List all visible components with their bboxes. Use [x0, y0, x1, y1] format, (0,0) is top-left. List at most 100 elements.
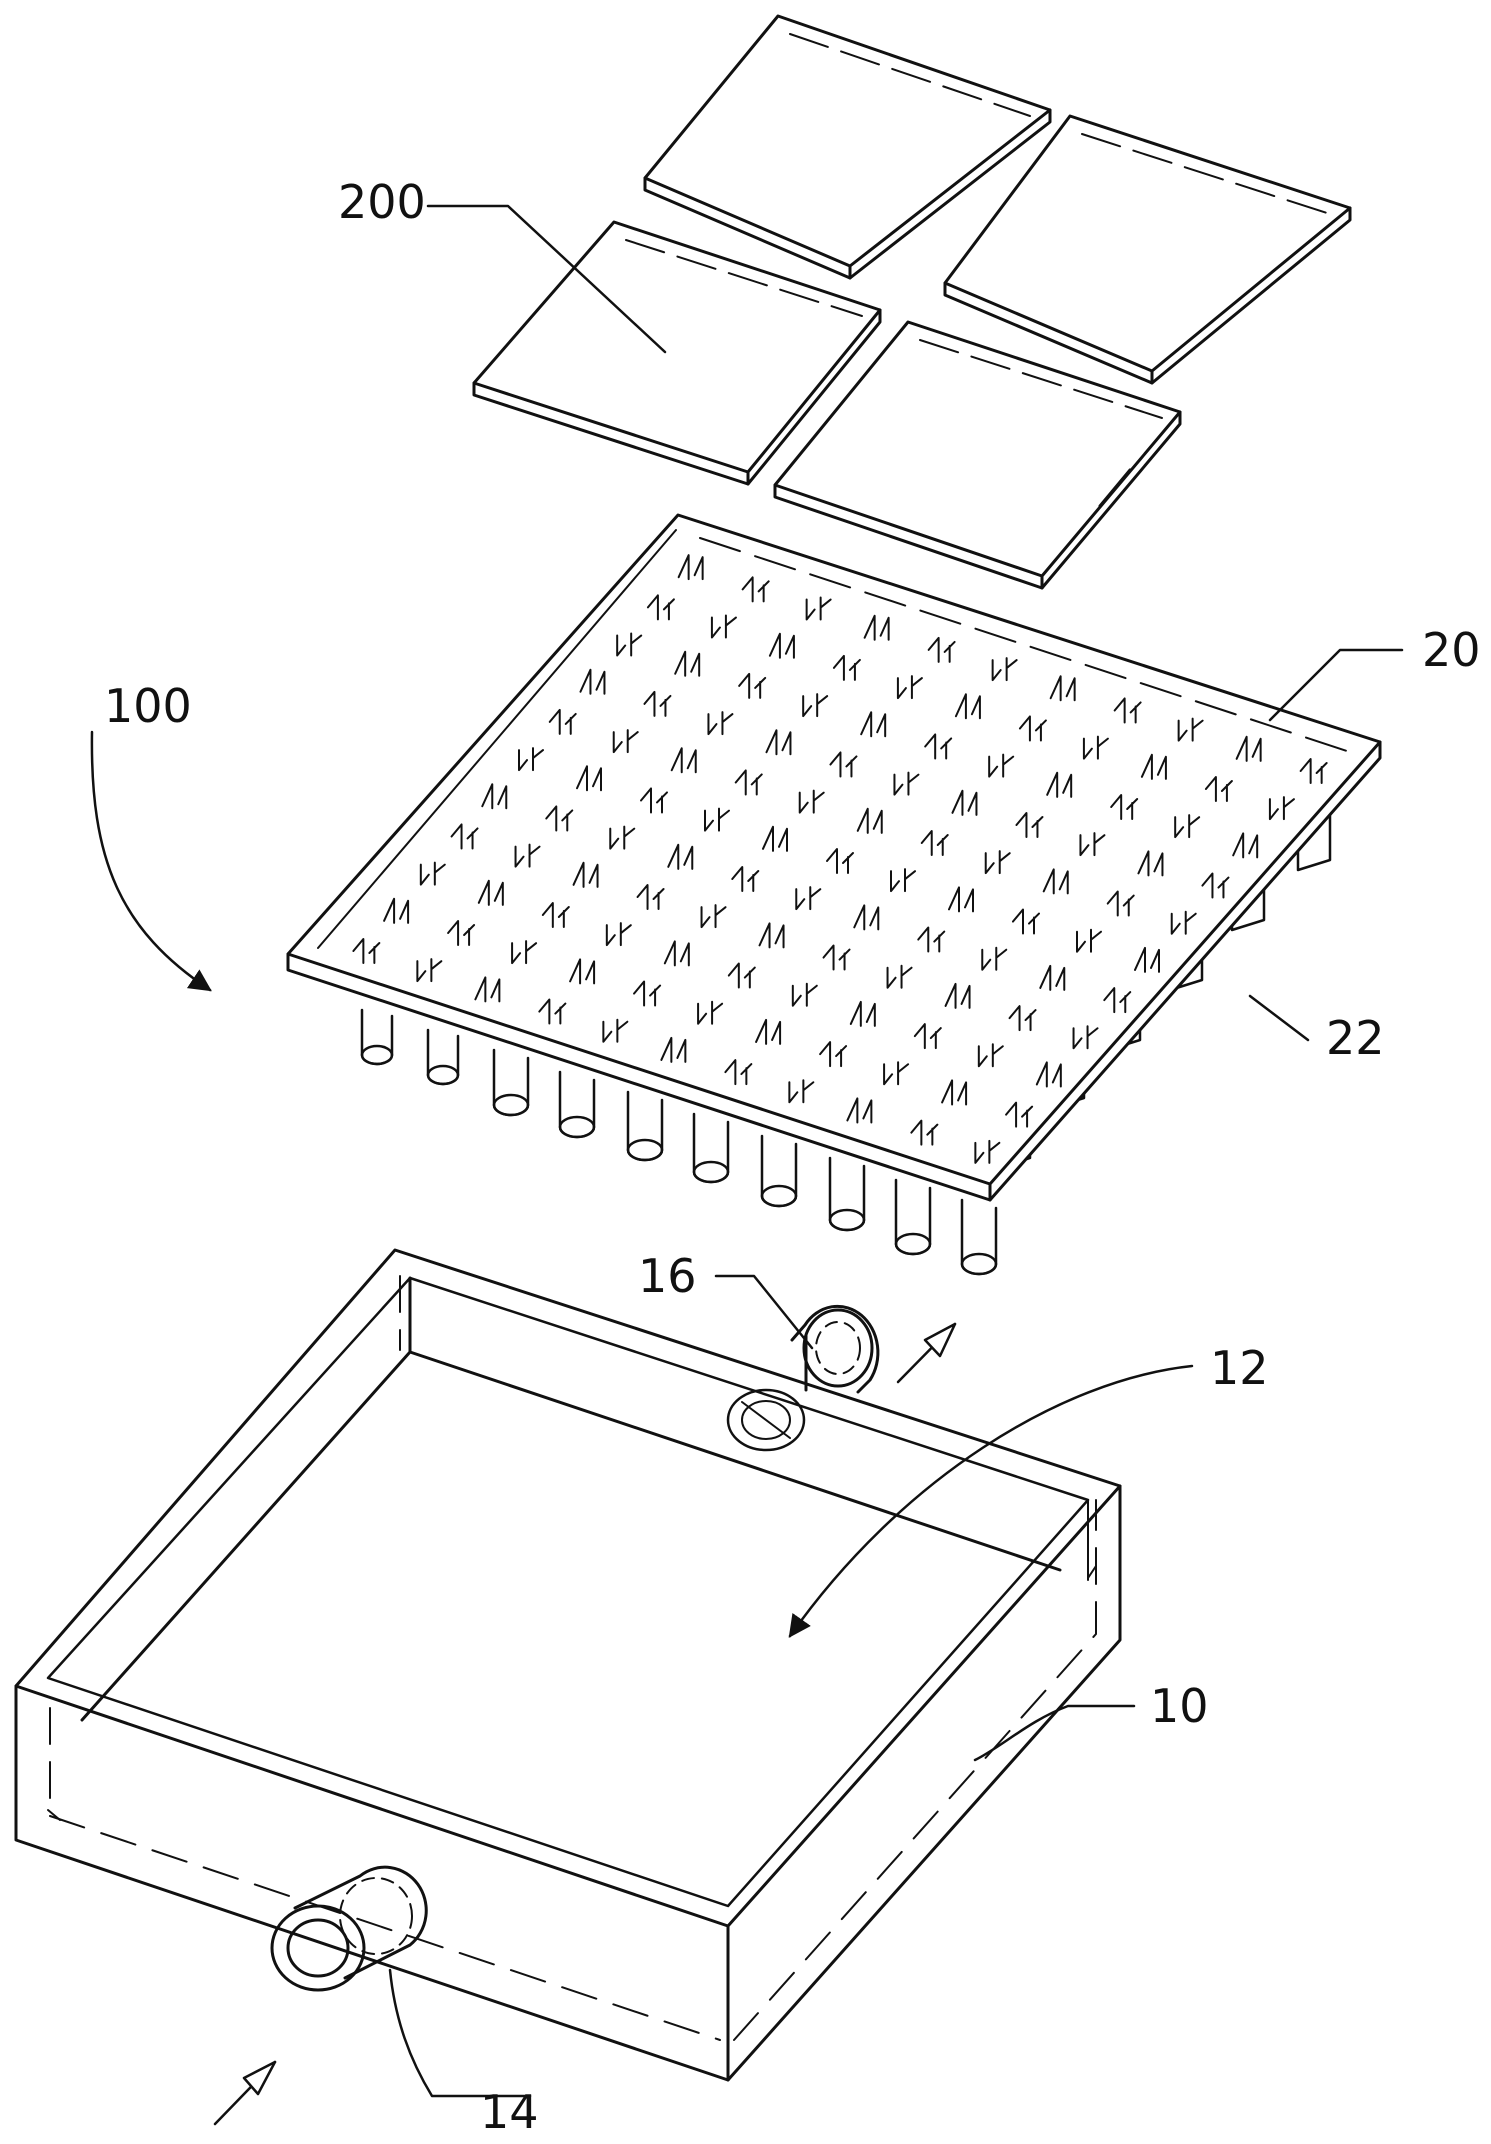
- pin-fin-mark: [846, 1097, 873, 1124]
- label-housing: 10: [1150, 1679, 1209, 1733]
- pin-fin-mark: [1204, 776, 1233, 802]
- pin-fin-mark: [948, 886, 974, 913]
- leader-100: [90, 730, 212, 992]
- pin-fin-mark: [633, 980, 662, 1007]
- leader-14: [388, 1968, 532, 2098]
- pin-fin-mark: [548, 708, 577, 735]
- pin-fin-array: [352, 554, 1328, 1164]
- pin-fin-mark: [860, 711, 887, 738]
- pin-fin-mark: [822, 944, 851, 971]
- pin-fin-mark: [1103, 987, 1132, 1014]
- pin-fin-mark: [826, 848, 854, 874]
- pin-fin-mark: [977, 1043, 1004, 1068]
- pin-fin-mark: [419, 861, 446, 886]
- coolant-housing: [14, 1248, 1122, 2082]
- pin-fin-mark: [1201, 872, 1230, 899]
- pin-fin-mark: [538, 998, 567, 1025]
- pin-fin-mark: [1015, 812, 1044, 838]
- leader-12: [788, 1364, 1194, 1638]
- pin-fin-mark: [1076, 928, 1102, 953]
- pin-fin-mark: [667, 843, 694, 870]
- leader-16: [714, 1274, 814, 1350]
- pin-fin-mark: [768, 632, 795, 659]
- pin-fin-mark: [788, 1079, 815, 1104]
- pin-fin-mark: [576, 765, 602, 792]
- pin-fin-mark: [951, 789, 978, 816]
- pin-fin-mark: [674, 650, 701, 677]
- pin-fin-mark: [447, 920, 476, 946]
- pin-fin-mark: [670, 747, 697, 774]
- pin-fin-mark: [352, 938, 381, 964]
- outlet-port: [726, 1304, 880, 1452]
- pin-fin-mark: [569, 958, 596, 985]
- pin-fin-mark: [1042, 868, 1069, 895]
- leader-20: [1268, 648, 1404, 722]
- pin-fin-mark: [511, 940, 538, 965]
- pin-fin-mark: [863, 614, 890, 641]
- pin-fin-mark: [1072, 1025, 1099, 1050]
- pin-fin-mark: [697, 1000, 724, 1025]
- pin-fin-mark: [416, 958, 443, 983]
- chip-top: [643, 14, 1052, 280]
- pin-fin-mark: [795, 886, 822, 911]
- pin-fin-mark: [724, 1059, 753, 1086]
- pin-fin-mark: [1079, 832, 1106, 857]
- pin-fin-mark: [572, 861, 599, 888]
- pin-fin-mark: [640, 787, 668, 814]
- pin-fin-mark: [1177, 717, 1204, 742]
- pin-fin-mark: [798, 789, 825, 814]
- pin-fin-mark: [758, 922, 785, 949]
- pin-fin-mark: [741, 576, 770, 603]
- pin-fin-mark: [1110, 794, 1139, 820]
- pin-fin-mark: [579, 668, 606, 695]
- leader-lines: [90, 204, 1404, 2098]
- leader-22: [1248, 994, 1310, 1042]
- pin-fin-mark: [755, 1018, 782, 1045]
- pin-fin-mark: [765, 729, 792, 756]
- label-cavity: 12: [1210, 1341, 1269, 1395]
- pin-fin-mark: [383, 897, 410, 924]
- pin-fin-mark: [910, 1119, 939, 1146]
- pin-fin-mark: [1174, 814, 1201, 839]
- pin-fin-mark: [981, 946, 1008, 971]
- pin-fin-mark: [856, 807, 883, 834]
- pin-fin-mark: [727, 962, 756, 989]
- chip-left: [472, 220, 882, 486]
- label-chips: 200: [338, 175, 426, 229]
- pin-fin-mark: [917, 926, 946, 953]
- pin-fin-mark: [762, 825, 788, 852]
- pin-fin-mark: [700, 904, 727, 929]
- pin-fin-mark: [1008, 1005, 1037, 1032]
- label-outlet: 16: [638, 1249, 697, 1303]
- pin-fin-mark: [474, 976, 501, 1003]
- pin-fin-mark: [612, 729, 639, 754]
- pin-fin-mark: [636, 884, 665, 910]
- pin-fin-mark: [1082, 735, 1109, 760]
- pin-fin-mark: [1140, 753, 1167, 780]
- pin-fin-mark: [1012, 908, 1040, 935]
- pin-fin-mark: [805, 596, 832, 621]
- pin-fin-mark: [1235, 735, 1262, 762]
- pin-fin-front-row: [360, 1008, 998, 1276]
- inlet-port: [270, 1865, 428, 1992]
- pin-fin-mark: [886, 964, 913, 989]
- pin-fin-mark: [1170, 910, 1197, 935]
- chip-right: [943, 114, 1352, 385]
- pin-fin-mark: [1039, 964, 1066, 991]
- pin-fin-mark: [954, 693, 981, 720]
- pin-fin-mark: [1268, 796, 1295, 821]
- pin-fin-mark: [802, 693, 829, 718]
- pin-fin-mark: [924, 733, 953, 760]
- pin-fin-mark: [707, 711, 734, 736]
- pin-fin-mark: [832, 654, 861, 681]
- pin-fin-mark: [1046, 771, 1073, 798]
- pin-fin-mark: [941, 1079, 968, 1106]
- pin-fin-mark: [450, 823, 479, 850]
- label-device: 100: [104, 679, 192, 733]
- pin-fin-mark: [819, 1041, 848, 1068]
- pin-fin-mark: [663, 940, 690, 967]
- pin-fin-mark: [1137, 850, 1164, 877]
- housing-hidden-edges: [47, 1275, 1097, 2041]
- chip-group: [472, 14, 1352, 590]
- pin-fin-mark: [1134, 946, 1160, 973]
